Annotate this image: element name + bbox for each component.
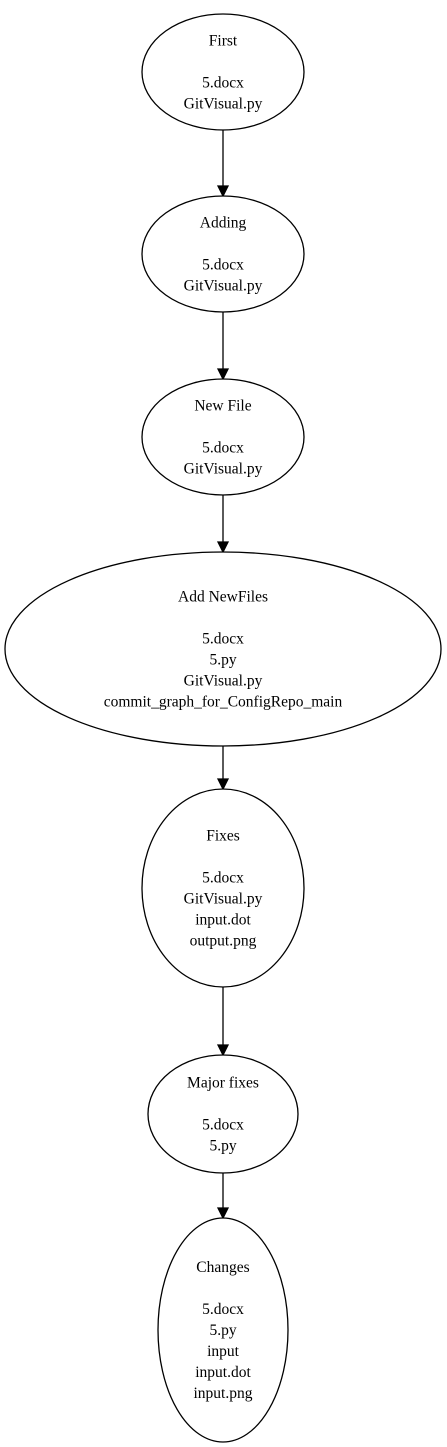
node-ellipse bbox=[141, 378, 305, 496]
node-file: input bbox=[207, 1343, 240, 1360]
node-file: 5.docx bbox=[202, 440, 244, 457]
node-file: 5.docx bbox=[202, 1301, 244, 1318]
node-file: 5.py bbox=[209, 652, 236, 669]
node-ellipse bbox=[4, 551, 442, 747]
node-title: Major fixes bbox=[187, 1075, 259, 1092]
node-ellipse bbox=[157, 1217, 289, 1443]
node-file: input.dot bbox=[195, 912, 251, 929]
nodes-layer: First5.docxGitVisual.pyAdding5.docxGitVi… bbox=[4, 13, 442, 1443]
node-file: input.dot bbox=[195, 1364, 251, 1381]
node-file: 5.docx bbox=[202, 631, 244, 648]
node-file: input.png bbox=[194, 1385, 253, 1402]
node-file: GitVisual.py bbox=[184, 461, 263, 478]
node-ellipse bbox=[141, 13, 305, 131]
edges-layer bbox=[216, 130, 230, 1220]
edge-major-fixes-to-changes bbox=[216, 1173, 230, 1220]
node-title: New File bbox=[194, 398, 251, 415]
node-file: 5.docx bbox=[202, 75, 244, 92]
arrowhead bbox=[216, 185, 230, 198]
node-file: 5.py bbox=[209, 1322, 236, 1339]
node-ellipse bbox=[147, 1054, 299, 1174]
node-title: Add NewFiles bbox=[178, 589, 268, 606]
node-file: 5.docx bbox=[202, 1117, 244, 1134]
node-file: GitVisual.py bbox=[184, 278, 263, 295]
node-title: Adding bbox=[200, 215, 247, 232]
node-changes: Changes 5.docx 5.py input input.dot input.png bbox=[157, 1217, 289, 1443]
node-file: commit_graph_for_ConfigRepo_main bbox=[104, 694, 343, 711]
arrowhead bbox=[216, 1044, 230, 1057]
edge-new-file-to-add-newfiles bbox=[216, 495, 230, 554]
arrowhead bbox=[216, 368, 230, 381]
node-file: 5.docx bbox=[202, 257, 244, 274]
edge-fixes-to-major-fixes bbox=[216, 987, 230, 1057]
node-major-fixes: Major fixes 5.docx 5.py bbox=[147, 1054, 299, 1174]
node-title: First bbox=[209, 33, 238, 50]
edge-add-newfiles-to-fixes bbox=[216, 746, 230, 791]
node-title: Changes bbox=[196, 1259, 249, 1276]
node-file: GitVisual.py bbox=[184, 96, 263, 113]
node-file: output.png bbox=[190, 933, 257, 950]
arrowhead bbox=[216, 778, 230, 791]
node-file: GitVisual.py bbox=[184, 673, 263, 690]
node-title: Fixes bbox=[206, 828, 240, 845]
arrowhead bbox=[216, 1207, 230, 1220]
arrowhead bbox=[216, 541, 230, 554]
node-file: 5.docx bbox=[202, 870, 244, 887]
node-ellipse bbox=[141, 195, 305, 313]
edge-adding-to-new-file bbox=[216, 312, 230, 381]
node-file: GitVisual.py bbox=[184, 891, 263, 908]
edge-first-to-adding bbox=[216, 130, 230, 198]
node-file: 5.py bbox=[209, 1138, 236, 1155]
node-ellipse bbox=[141, 788, 305, 988]
